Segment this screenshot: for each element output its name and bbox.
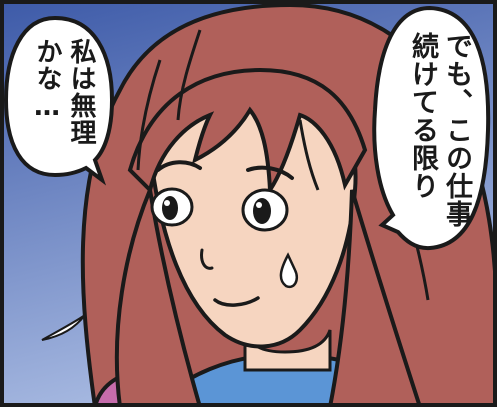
sweat-drop xyxy=(279,252,299,289)
right-bubble-line-1: でも、この仕事 xyxy=(441,32,472,228)
motion-mark xyxy=(41,314,86,341)
left-eyebrow xyxy=(156,160,202,172)
hair-right-strand xyxy=(327,189,423,407)
right-bubble-text: でも、この仕事 続けてる限り xyxy=(405,32,473,228)
hair-left-strand xyxy=(114,182,203,407)
left-speech-bubble xyxy=(3,15,115,186)
left-bubble-line-1: 私は無理 xyxy=(66,38,96,146)
mouth xyxy=(213,296,260,307)
left-bubble-line-2: かな… xyxy=(32,38,62,123)
right-bubble-line-2: 続けてる限り xyxy=(407,32,438,200)
nose xyxy=(200,248,214,270)
right-speech-bubble xyxy=(372,5,491,251)
right-eyebrow xyxy=(246,165,294,180)
left-bubble-text: 私は無理 かな… xyxy=(30,38,98,146)
